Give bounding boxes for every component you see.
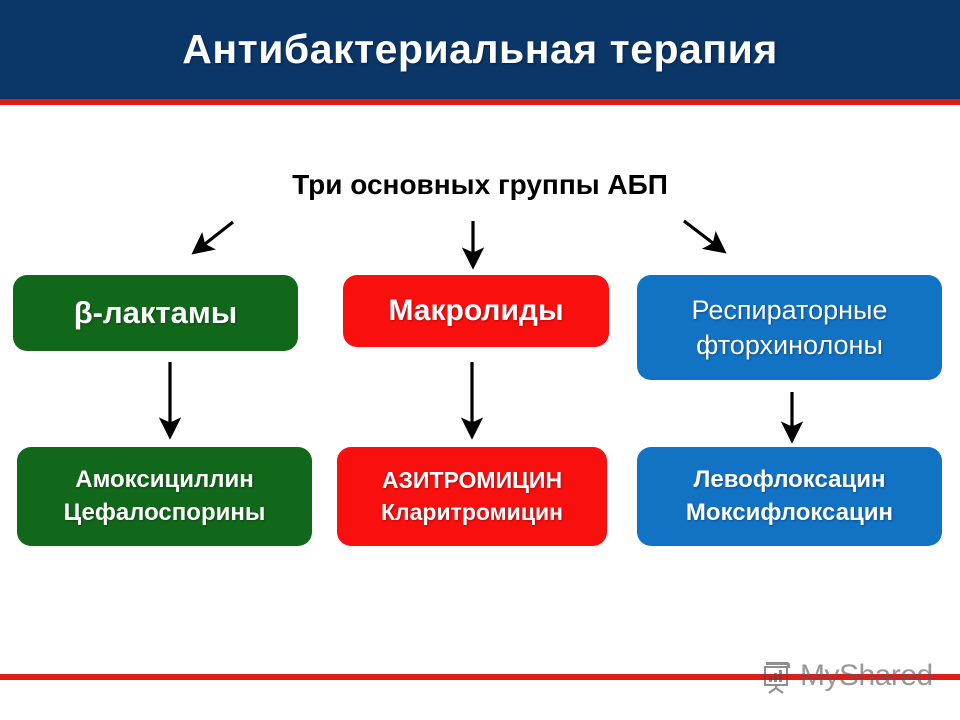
- myshared-watermark: MyShared: [760, 645, 950, 707]
- footer-divider-rule: [0, 674, 960, 680]
- group-label-fluoroquinolones-line2: фторхинолоны: [696, 329, 883, 360]
- group-label-beta-lactams: β-лактамы: [73, 295, 238, 330]
- drug-label-moxifloxacin: Моксифлоксацин: [685, 498, 894, 526]
- title-divider-rule: [0, 99, 960, 105]
- drug-label-cephalosporins: Цефалоспорины: [63, 498, 266, 526]
- group-box-beta-lactams[interactable]: β-лактамы: [13, 275, 298, 351]
- group-label-fluoroquinolones-line1: Респираторные: [691, 294, 888, 325]
- drug-box-macrolides[interactable]: АЗИТРОМИЦИН Кларитромицин: [337, 447, 607, 546]
- drug-box-beta-lactams[interactable]: Амоксициллин Цефалоспорины: [17, 447, 312, 546]
- group-box-respiratory-fluoroquinolones[interactable]: Респираторные фторхинолоны: [637, 275, 942, 380]
- subtitle: Три основных группы АБП: [292, 169, 668, 200]
- page-title: Антибактериальная терапия: [182, 26, 778, 72]
- presentation-board-icon: [764, 662, 790, 694]
- arrow-subtitle-to-beta-lactams: [191, 220, 234, 255]
- drug-label-amoxicillin: Амоксициллин: [75, 466, 254, 494]
- drug-label-levofloxacin: Левофлоксацин: [693, 466, 886, 494]
- group-box-macrolides[interactable]: Макролиды: [343, 275, 609, 347]
- drug-box-fluoroquinolones[interactable]: Левофлоксацин Моксифлоксацин: [637, 447, 942, 546]
- group-label-macrolides: Макролиды: [388, 294, 564, 327]
- drug-label-clarithromycin: Кларитромицин: [380, 498, 563, 525]
- watermark-label: MyShared: [800, 659, 933, 692]
- drug-label-azithromycin: АЗИТРОМИЦИН: [381, 467, 563, 494]
- title-banner: Антибактериальная терапия: [0, 0, 960, 99]
- arrow-subtitle-to-fluoroquinolones: [683, 219, 727, 254]
